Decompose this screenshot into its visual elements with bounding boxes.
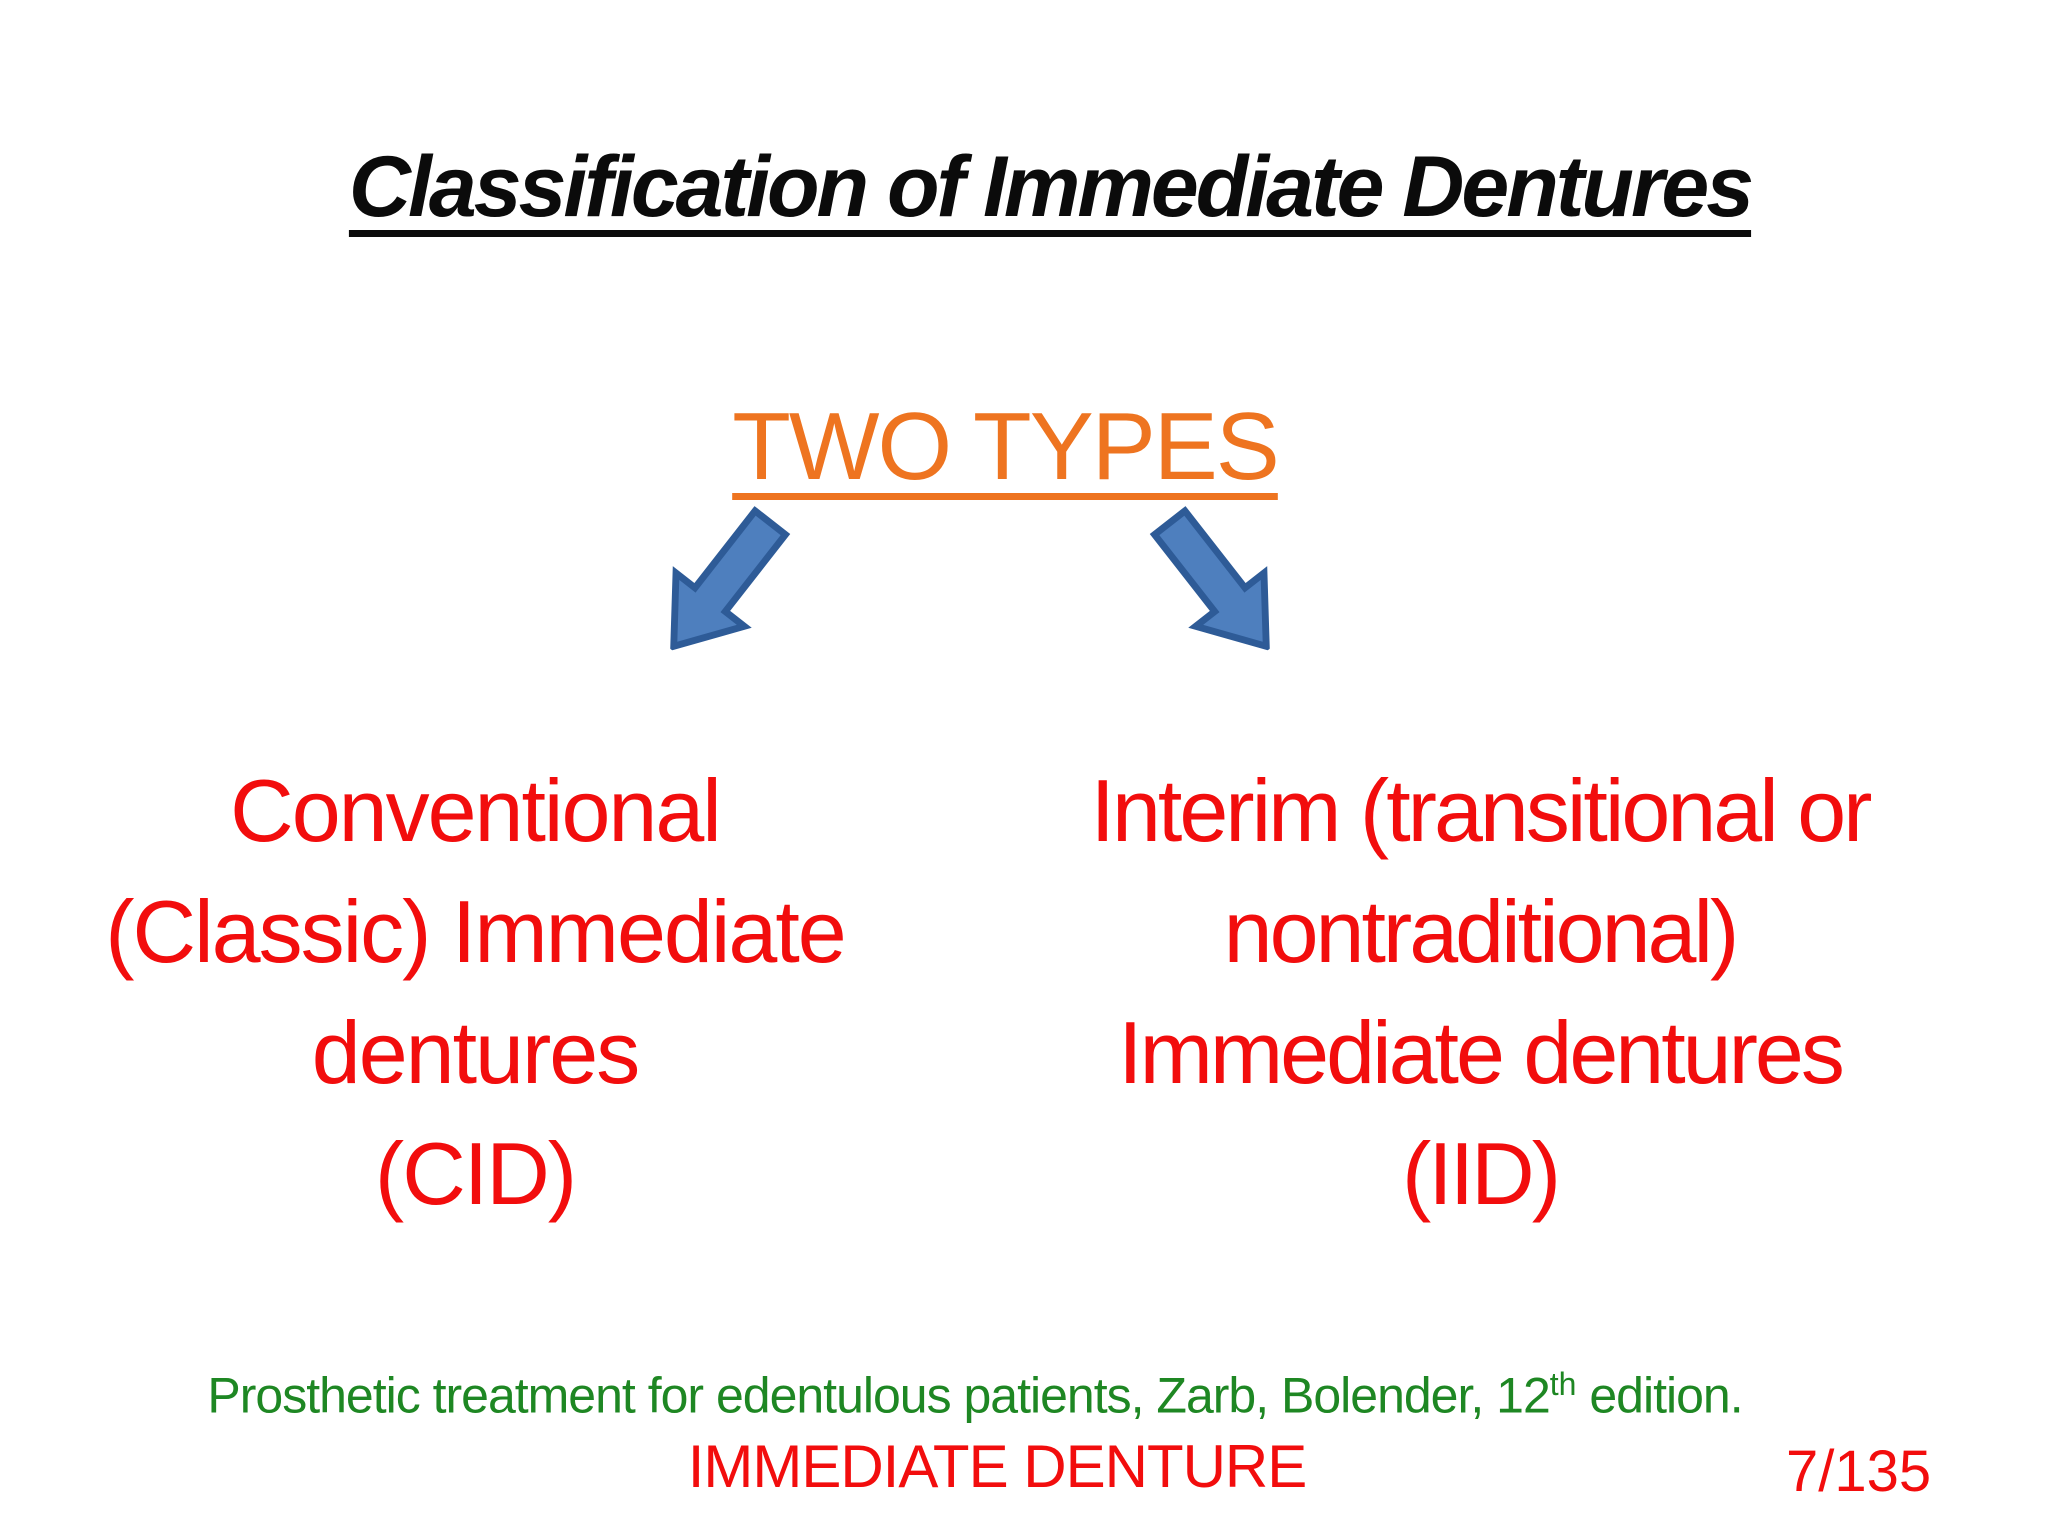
left-branch-line-2: (Classic) Immediate [105,882,846,981]
down-right-arrow-icon [1149,506,1270,651]
citation-superscript: th [1549,1366,1577,1402]
two-types-heading: TWO TYPES [732,393,1280,500]
right-branch-line-2: nontraditional) [1223,882,1740,981]
right-branch-line-3: Immediate dentures [1118,1003,1845,1102]
slide-title: Classification of Immediate Dentures [348,139,1754,235]
down-left-arrow-icon [670,506,791,651]
left-branch-text: Conventional (Classic) Immediate denture… [55,750,895,1234]
left-branch-line-3: dentures [311,1003,640,1102]
page-number: 7/135 [1786,1439,1932,1504]
right-branch-line-4: (IID) [1401,1124,1561,1223]
citation-text: Prosthetic treatment for edentulous pati… [0,1366,1950,1425]
citation-suffix: edition. [1576,1367,1743,1424]
footer-label: IMMEDIATE DENTURE [687,1433,1308,1500]
left-branch-line-1: Conventional [230,761,722,860]
right-branch-text: Interim (transitional or nontraditional)… [985,750,1975,1234]
right-branch-line-1: Interim (transitional or [1090,761,1873,860]
citation-prefix: Prosthetic treatment for edentulous pati… [207,1367,1550,1424]
left-branch-line-4: (CID) [374,1124,577,1223]
